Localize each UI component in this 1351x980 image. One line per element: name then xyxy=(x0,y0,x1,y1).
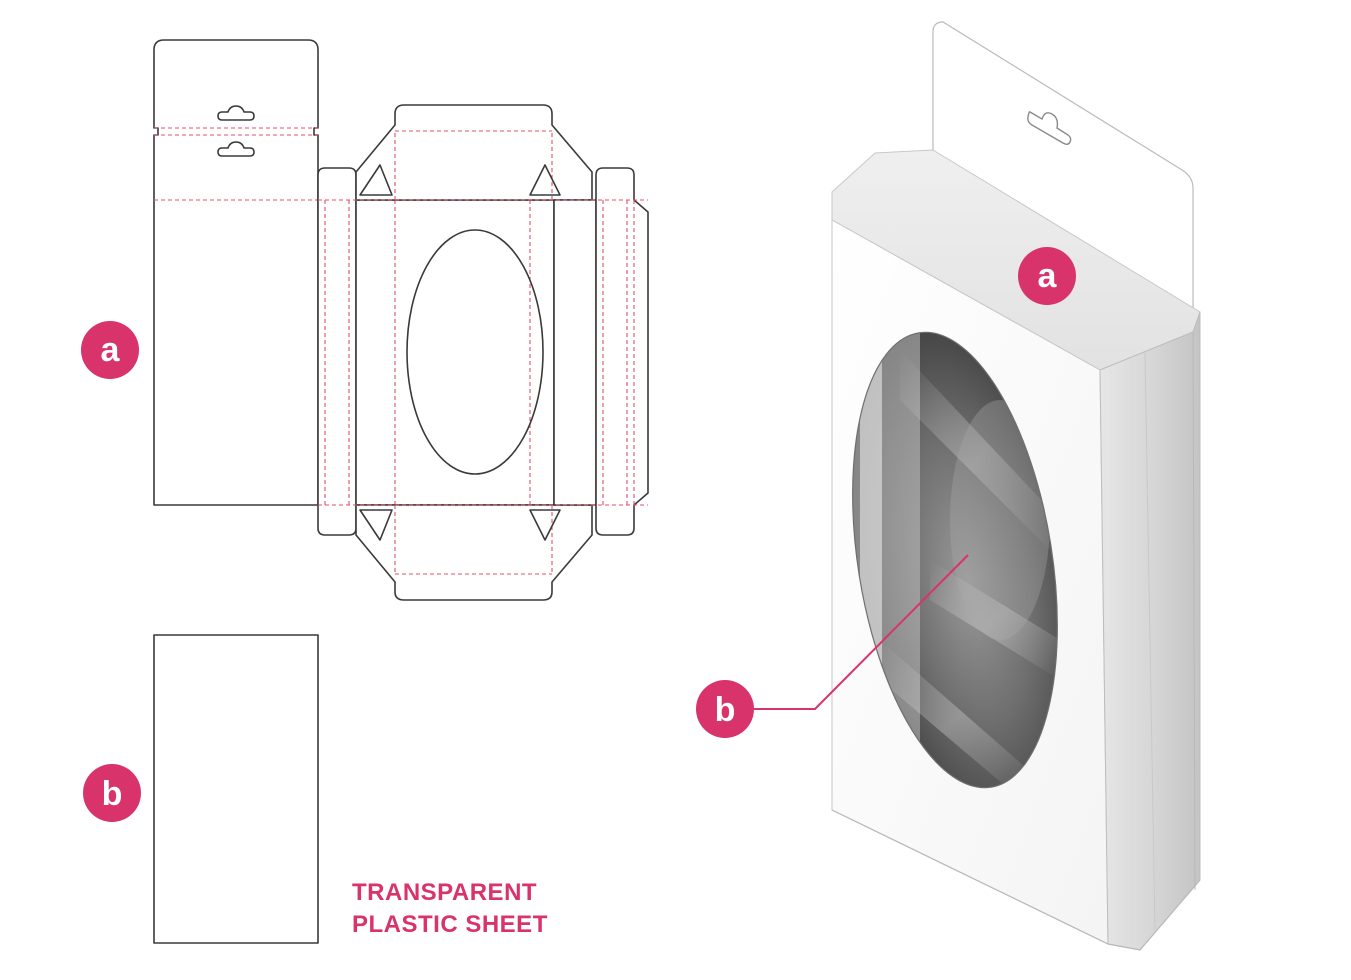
dieline-side-panel-right xyxy=(553,199,597,506)
badge-a-dieline: a xyxy=(81,321,139,379)
hang-hole-icon xyxy=(1027,111,1072,145)
badge-b-sheet: b xyxy=(83,764,141,822)
dieline-side-flap-left xyxy=(317,167,357,536)
dieline-window-cutout xyxy=(406,229,544,475)
badge-a-dieline-label: a xyxy=(101,331,121,369)
box-dieline xyxy=(153,39,649,601)
badge-a-box-label: a xyxy=(1038,257,1058,295)
box-window xyxy=(850,330,1060,790)
dieline-top-flap xyxy=(355,104,593,201)
badge-b-box-label: b xyxy=(715,691,736,729)
callout-leader-line xyxy=(752,554,969,710)
badge-b-sheet-label: b xyxy=(102,775,123,813)
dieline-front-panel xyxy=(355,199,555,506)
badge-a-box: a xyxy=(1018,247,1076,305)
dieline-left-panel xyxy=(153,39,319,506)
box-3d-render xyxy=(831,21,1201,951)
plastic-sheet-outline xyxy=(153,634,319,944)
caption-line-1: TRANSPARENT xyxy=(352,879,537,906)
hanger-hole-icon xyxy=(217,105,255,157)
dieline-side-flap-right xyxy=(595,167,649,536)
badge-b-box: b xyxy=(696,680,754,738)
dieline-bottom-flap xyxy=(355,504,593,601)
caption-line-2: PLASTIC SHEET xyxy=(352,911,548,938)
